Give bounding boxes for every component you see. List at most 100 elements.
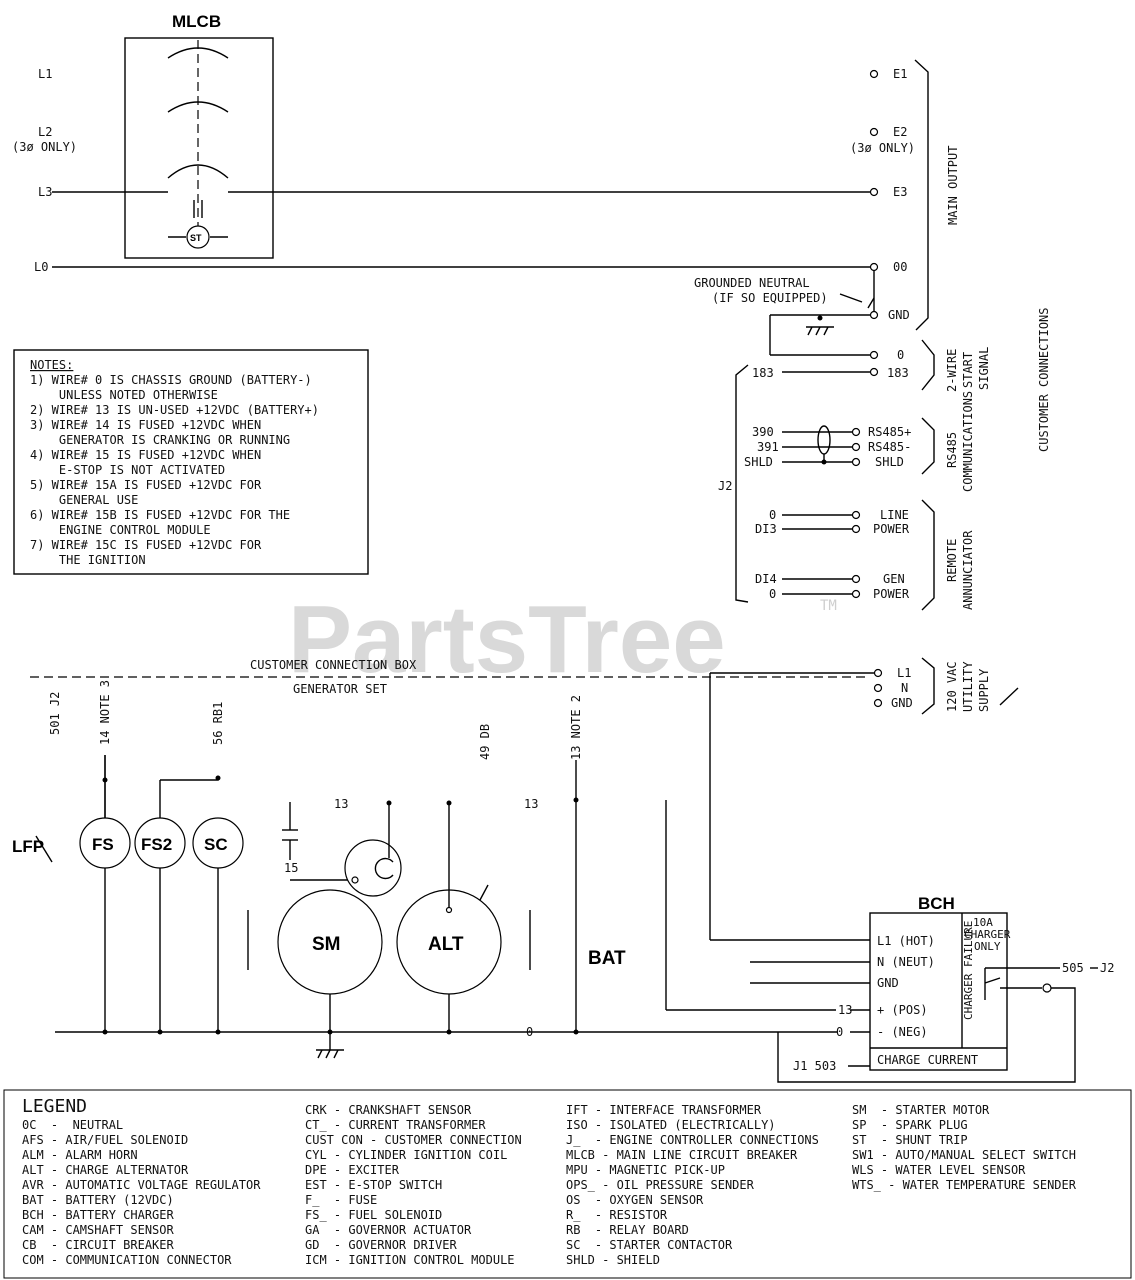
legend-entry: FS_ - FUEL SOLENOID — [305, 1208, 442, 1222]
fuel-solenoid-2 — [134, 817, 186, 869]
bch-only: ONLY — [974, 940, 1001, 953]
shunt-trip-symbol — [186, 225, 210, 249]
rs485-plus: RS485+ — [868, 425, 911, 439]
note-line: THE IGNITION — [30, 553, 146, 567]
mlcb-contact-1 — [167, 47, 229, 59]
legend-entry: CRK - CRANKSHAFT SENSOR — [305, 1103, 472, 1117]
legend-entry: ST - SHUNT TRIP — [852, 1133, 968, 1147]
customer-connections-title: CUSTOMER CONNECTIONS — [1037, 308, 1051, 453]
terminal-l0: L0 — [34, 260, 48, 274]
bch-l1: L1 (HOT) — [877, 934, 935, 948]
note-line: GENERATOR IS CRANKING OR RUNNING — [30, 433, 290, 447]
terminal-e1: E1 — [893, 67, 907, 81]
note-line: ENGINE CONTROL MODULE — [30, 523, 211, 537]
note-line: 5) WIRE# 15A IS FUSED +12VDC FOR — [30, 478, 262, 492]
legend-entry: J_ - ENGINE CONTROLLER CONNECTIONS — [566, 1133, 819, 1147]
start-terminal-0: 0 — [897, 348, 904, 362]
legend-entry: R_ - RESISTOR — [566, 1208, 668, 1222]
mlcb-contact-3 — [167, 164, 229, 179]
wire-183-label: 183 — [752, 366, 774, 380]
main-output-terminals: E1 E2 (3ø ONLY) E3 00 GND — [850, 67, 915, 322]
j2-label: J2 — [718, 479, 732, 493]
wire-ann-di3: DI3 — [755, 522, 777, 536]
wire-0b: 0 — [836, 1025, 843, 1039]
bch-neg: - (NEG) — [877, 1025, 928, 1039]
legend-entry: ISO - ISOLATED (ELECTRICALLY) — [566, 1118, 776, 1132]
battery-charger-box — [869, 912, 1008, 1071]
utility-n: N — [901, 681, 908, 695]
note-line: GENERAL USE — [30, 493, 138, 507]
legend-entry: SP - SPARK PLUG — [852, 1118, 968, 1132]
utility-bracket — [921, 657, 935, 715]
wire-ann-di4: DI4 — [755, 572, 777, 586]
wire-391: 391 — [757, 440, 779, 454]
legend-entry: SM - STARTER MOTOR — [852, 1103, 990, 1117]
bch-charge-current: CHARGE CURRENT — [877, 1053, 978, 1067]
main-output-bracket — [914, 59, 929, 331]
ann-gen: GEN — [883, 572, 905, 586]
legend-entry: BAT - BATTERY (12VDC) — [22, 1193, 174, 1207]
legend-entry: COM - COMMUNICATION CONNECTOR — [22, 1253, 232, 1267]
wire-13a: 13 — [334, 797, 348, 811]
legend-entry: CAM - CAMSHAFT SENSOR — [22, 1223, 174, 1237]
legend-entry: ALT - CHARGE ALTERNATOR — [22, 1163, 189, 1177]
fuel-solenoid — [79, 817, 131, 869]
shield-symbol — [817, 425, 831, 455]
wire-label-14: 14 NOTE 3 — [98, 680, 112, 745]
wire-label-13: 13 NOTE 2 — [569, 695, 583, 760]
j1-503: J1 503 — [793, 1059, 836, 1073]
rs485-shld: SHLD — [875, 455, 904, 469]
bch-10a: 10A — [973, 916, 993, 929]
terminal-e3: E3 — [893, 185, 907, 199]
legend-entry: EST - E-STOP SWITCH — [305, 1178, 442, 1192]
wire-505: 505 — [1062, 961, 1084, 975]
legend-entry: CB - CIRCUIT BREAKER — [22, 1238, 174, 1252]
bch-failure: CHARGER FAILURE — [962, 921, 975, 1020]
terminal-e2-note: (3ø ONLY) — [850, 141, 915, 155]
notes-box — [13, 349, 369, 575]
legend-entry: 0C - NEUTRAL — [22, 1118, 123, 1132]
start-title-3: SIGNAL — [977, 347, 991, 390]
bch-gnd: GND — [877, 976, 899, 990]
rs485-bracket — [921, 417, 935, 475]
annunciator-bracket — [921, 499, 935, 611]
legend-entry: GA - GOVERNOR ACTUATOR — [305, 1223, 472, 1237]
terminal-l2-note: (3ø ONLY) — [12, 140, 77, 154]
legend-box — [3, 1089, 1132, 1279]
bch-label: BCH — [918, 894, 955, 913]
ann-power-2: POWER — [873, 587, 910, 601]
legend-entry: CUST CON - CUSTOMER CONNECTION — [305, 1133, 522, 1147]
wire-label-56: 56 RB1 — [211, 702, 225, 745]
legend-entry: MLCB - MAIN LINE CIRCUIT BREAKER — [566, 1148, 798, 1162]
alt-label: ALT — [428, 934, 464, 955]
legend-entry: CYL - CYLINDER IGNITION COIL — [305, 1148, 507, 1162]
wire-390: 390 — [752, 425, 774, 439]
grounded-neutral-note: (IF SO EQUIPPED) — [712, 291, 828, 305]
legend-entry: AFS - AIR/FUEL SOLENOID — [22, 1133, 188, 1147]
legend-entry: AVR - AUTOMATIC VOLTAGE REGULATOR — [22, 1178, 261, 1192]
legend-entry: BCH - BATTERY CHARGER — [22, 1208, 174, 1222]
j2-bracket — [735, 364, 749, 603]
note-line: UNLESS NOTED OTHERWISE — [30, 388, 218, 402]
bch-charger: CHARGER — [964, 928, 1011, 941]
ann-title-2: ANNUNCIATOR — [961, 530, 975, 610]
note-line: 1) WIRE# 0 IS CHASSIS GROUND (BATTERY-) — [30, 373, 312, 387]
notes-lines: 1) WIRE# 0 IS CHASSIS GROUND (BATTERY-) … — [30, 373, 319, 567]
wire-ann-0d: 0 — [769, 587, 776, 601]
wire-label-501: 501 J2 — [48, 692, 62, 735]
legend-entry: MPU - MAGNETIC PICK-UP — [566, 1163, 725, 1177]
j2-ref: J2 — [1100, 961, 1114, 975]
start-terminal-183: 183 — [887, 366, 909, 380]
sm-label: SM — [312, 934, 341, 955]
wire-15: 15 — [284, 861, 298, 875]
terminal-l1: L1 — [38, 67, 52, 81]
terminal-l3: L3 — [38, 185, 52, 199]
legend-entry: OPS_ - OIL PRESSURE SENDER — [566, 1178, 755, 1192]
start-title-1: 2-WIRE — [945, 349, 959, 392]
mlcb-box — [124, 37, 274, 259]
terminal-00: 00 — [893, 260, 907, 274]
wire-label-49: 49 DB — [478, 724, 492, 760]
